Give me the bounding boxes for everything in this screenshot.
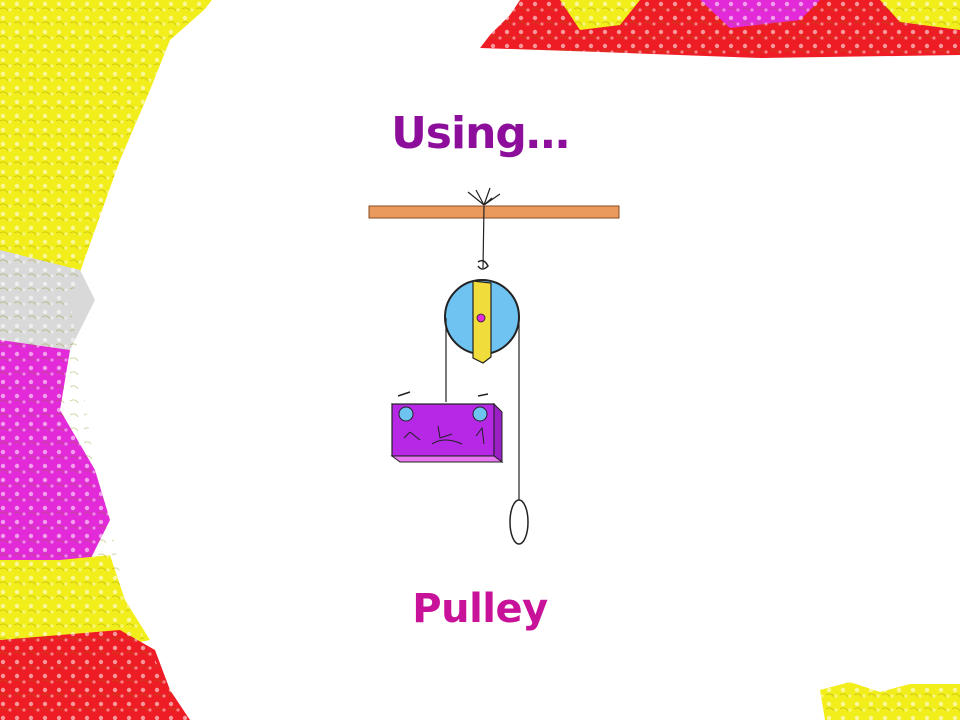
slide-caption: Pulley bbox=[412, 586, 548, 632]
slide-heading: Using… bbox=[391, 108, 570, 159]
